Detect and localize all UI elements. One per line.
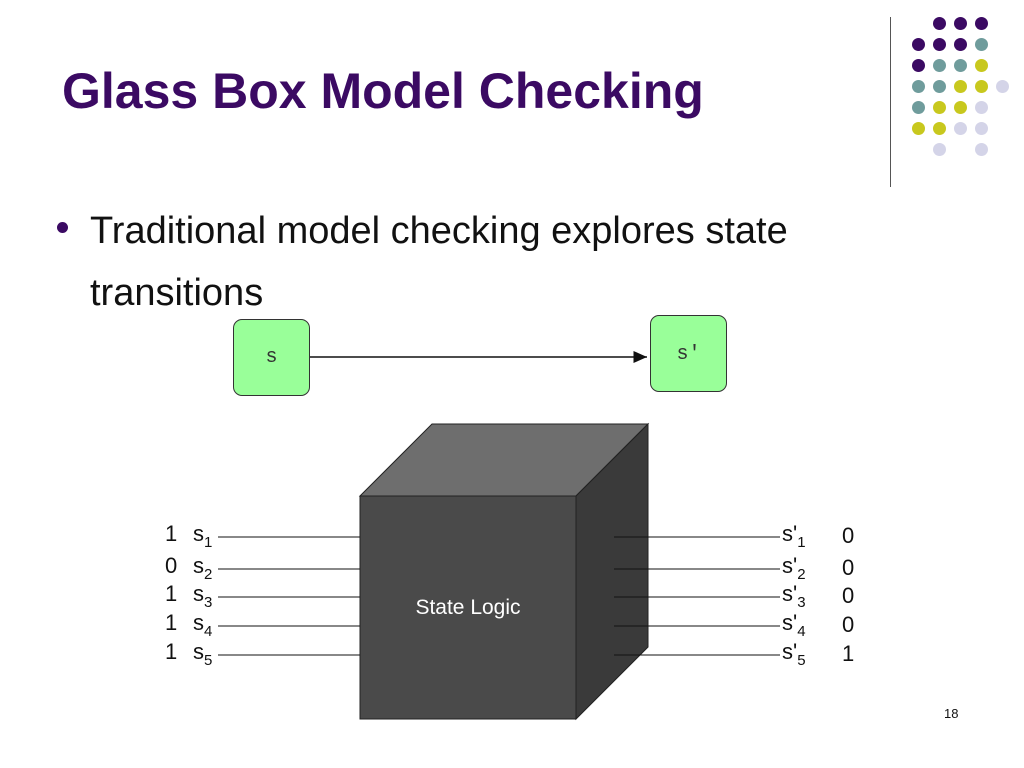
state-s-prime-box: s' xyxy=(650,315,727,392)
decor-dot xyxy=(933,38,946,51)
decor-dot xyxy=(933,80,946,93)
input-bit-value: 1 xyxy=(165,581,178,606)
output-signal-label: s'3 xyxy=(782,581,806,611)
output-signal-label: s'4 xyxy=(782,610,806,640)
decor-dot xyxy=(954,122,967,135)
input-bit-value: 1 xyxy=(165,639,178,664)
decor-dot xyxy=(954,101,967,114)
output-bit-value: 0 xyxy=(842,583,855,608)
input-bit-value: 1 xyxy=(165,521,178,546)
state-s-box: s xyxy=(233,319,310,396)
decor-dot xyxy=(975,122,988,135)
bullet-text: Traditional model checking explores stat… xyxy=(90,210,788,314)
output-signal-label: s'5 xyxy=(782,639,806,669)
bullet-icon xyxy=(57,222,68,233)
output-signal-label: s'1 xyxy=(782,521,806,551)
decor-dot xyxy=(975,80,988,93)
output-bit-value: 1 xyxy=(842,641,855,666)
decor-dot xyxy=(996,80,1009,93)
input-signal-label: s1 xyxy=(193,521,213,551)
state-logic-label: State Logic xyxy=(415,596,521,619)
decor-dot xyxy=(954,38,967,51)
decor-divider-line xyxy=(890,17,891,187)
decor-dot xyxy=(933,101,946,114)
decor-dot xyxy=(954,80,967,93)
decor-dot xyxy=(912,38,925,51)
output-bit-value: 0 xyxy=(842,523,855,548)
decor-dot xyxy=(954,17,967,30)
decor-dot xyxy=(975,17,988,30)
decor-dot xyxy=(933,59,946,72)
slide-title: Glass Box Model Checking xyxy=(62,63,704,119)
page-number: 18 xyxy=(944,706,959,721)
output-signal-label: s'2 xyxy=(782,553,806,583)
output-bit-value: 0 xyxy=(842,555,855,580)
input-signal-label: s4 xyxy=(193,610,213,640)
decor-dot xyxy=(933,122,946,135)
decor-dot xyxy=(975,101,988,114)
decor-dot xyxy=(975,38,988,51)
decor-dot xyxy=(975,59,988,72)
input-signal-label: s3 xyxy=(193,581,213,611)
cube-front-face xyxy=(359,495,577,720)
output-bit-value: 0 xyxy=(842,612,855,637)
decor-dot xyxy=(933,17,946,30)
state-s-label: s xyxy=(265,346,278,369)
decor-dot xyxy=(912,122,925,135)
decor-dot xyxy=(912,101,925,114)
input-signal-label: s5 xyxy=(193,639,213,669)
decor-dot xyxy=(954,59,967,72)
decor-dot xyxy=(933,143,946,156)
input-bit-value: 1 xyxy=(165,610,178,635)
decor-dot xyxy=(912,59,925,72)
decor-dot xyxy=(975,143,988,156)
decor-dot xyxy=(912,80,925,93)
input-signal-label: s2 xyxy=(193,553,213,583)
state-s-prime-label: s' xyxy=(676,343,701,366)
input-bit-value: 0 xyxy=(165,553,178,578)
